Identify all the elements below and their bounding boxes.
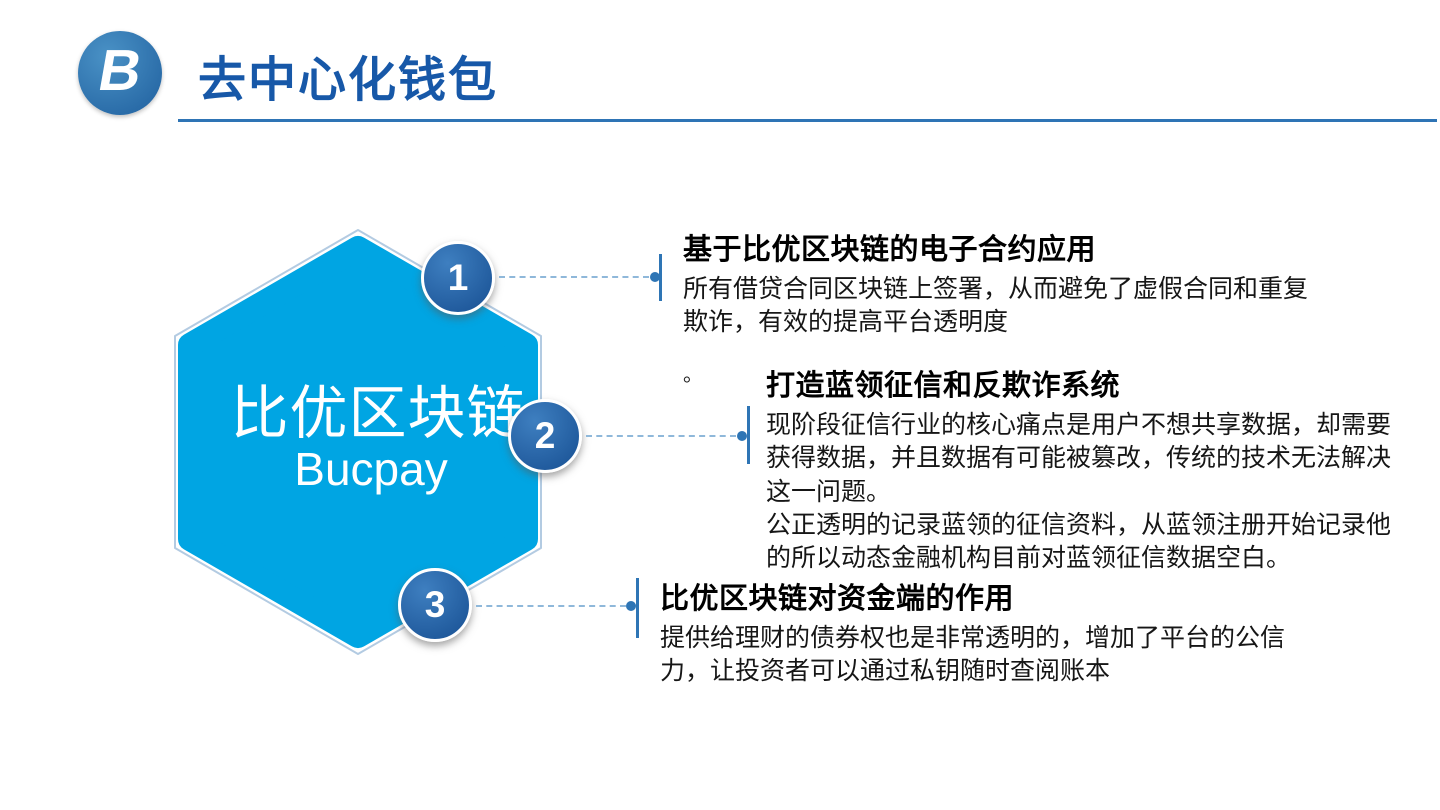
- point-block-1: 基于比优区块链的电子合约应用 所有借贷合同区块链上签署，从而避免了虚假合同和重复…: [683, 226, 1383, 340]
- connector-tick-3: [636, 578, 639, 638]
- stray-period: 。: [683, 364, 703, 386]
- step-circle-2: 2: [508, 399, 582, 473]
- point-body-1: 所有借贷合同区块链上签署，从而避免了虚假合同和重复 欺诈，有效的提高平台透明度: [683, 275, 1309, 337]
- step-circle-3: 3: [398, 568, 472, 642]
- title-divider: [178, 119, 1437, 122]
- point-title-3: 比优区块链对资金端的作用: [660, 583, 1015, 615]
- hexagon-subtitle: Bucpay: [294, 443, 448, 495]
- step-number-2: 2: [534, 415, 556, 456]
- page-title: 去中心化钱包: [198, 54, 499, 107]
- company-logo: B: [78, 31, 162, 115]
- hexagon-fill: [178, 236, 538, 648]
- point-title-2: 打造蓝领征信和反欺诈系统: [766, 370, 1121, 402]
- point-title-1: 基于比优区块链的电子合约应用: [683, 234, 1097, 266]
- connector-tick-1: [659, 254, 662, 301]
- point-body-2: 现阶段征信行业的核心痛点是用户不想共享数据，却需要 获得数据，并且数据有可能被篡…: [766, 411, 1392, 572]
- connector-line-3: [476, 605, 626, 607]
- logo-letter: B: [93, 38, 148, 103]
- connector-line-1: [499, 276, 649, 278]
- step-number-3: 3: [424, 584, 446, 625]
- connector-tick-2: [747, 406, 750, 464]
- connector-line-2: [586, 435, 736, 437]
- connector-dot-1: [650, 272, 660, 282]
- point-body-3: 提供给理财的债券权也是非常透明的，增加了平台的公信 力，让投资者可以通过私钥随时…: [660, 624, 1286, 686]
- point-block-3: 比优区块链对资金端的作用 提供给理财的债券权也是非常透明的，增加了平台的公信 力…: [660, 575, 1360, 689]
- point-block-2: 打造蓝领征信和反欺诈系统 现阶段征信行业的核心痛点是用户不想共享数据，却需要 获…: [766, 362, 1416, 575]
- hexagon-title: 比优区块链: [230, 381, 526, 446]
- step-circle-1: 1: [421, 241, 495, 315]
- connector-dot-2: [737, 431, 747, 441]
- connector-dot-3: [626, 601, 636, 611]
- hexagon-outline: [174, 229, 542, 655]
- hexagon-graphic: [174, 229, 542, 655]
- step-number-1: 1: [447, 257, 469, 298]
